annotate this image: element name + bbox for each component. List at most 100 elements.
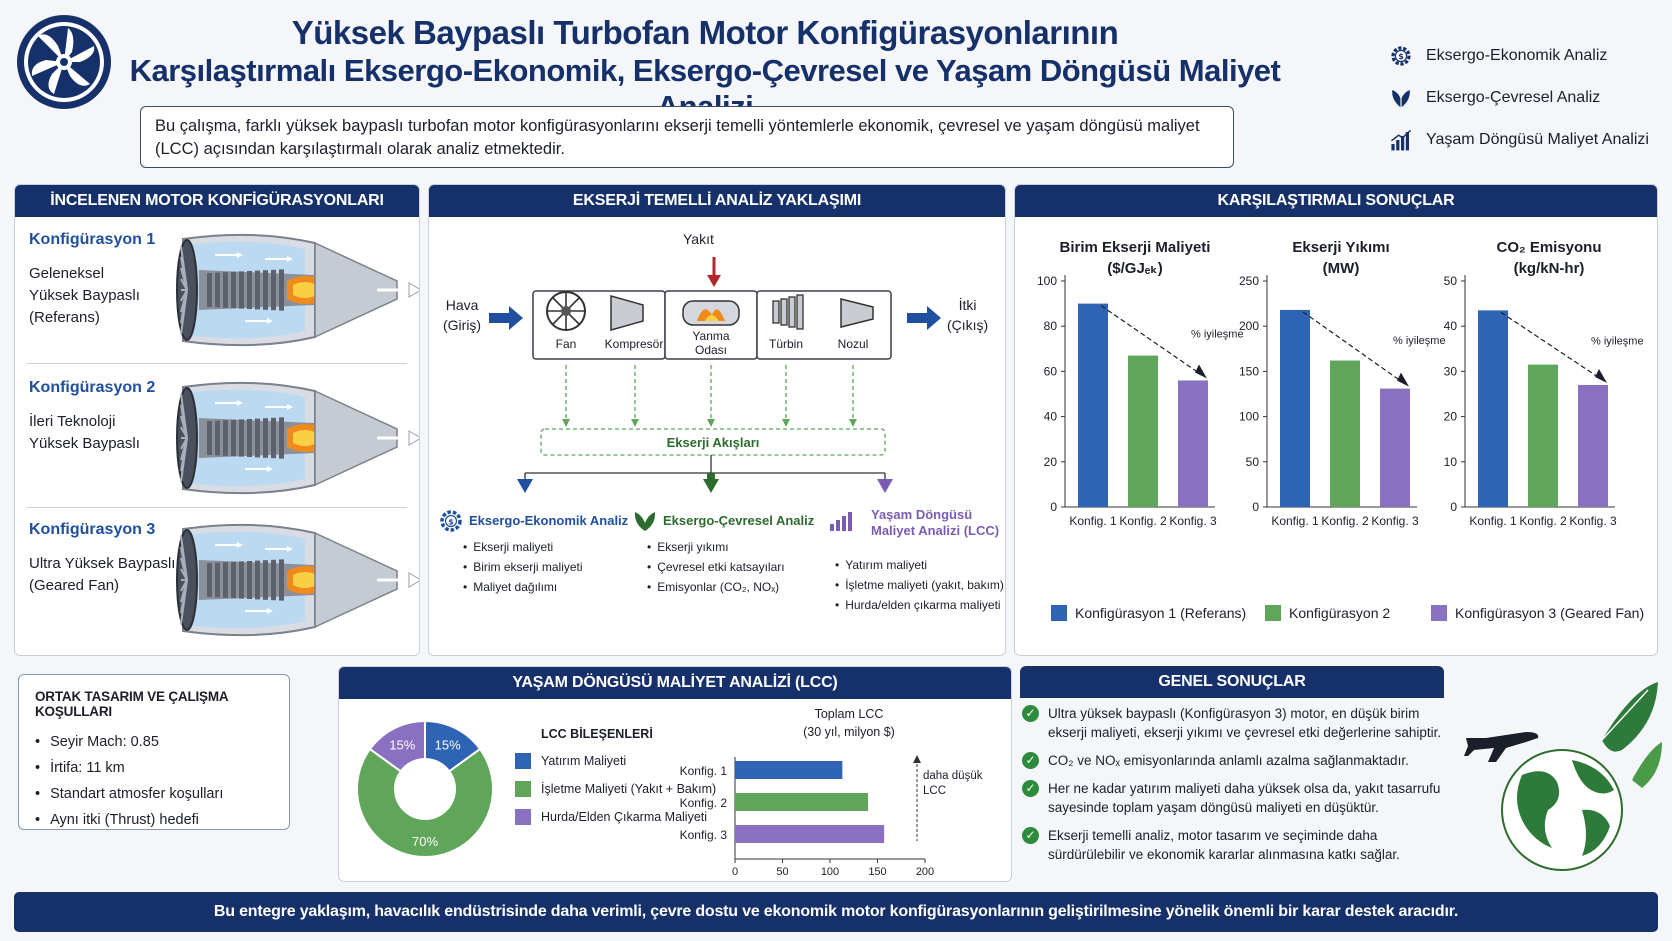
general-item: ✓Ekserji temelli analiz, motor tasarım v… (1022, 826, 1442, 864)
x-tick-label: Konfig. 1 (1271, 514, 1319, 528)
legend-swatch (1051, 605, 1067, 621)
y-tick-label: 20 (1044, 455, 1058, 469)
arrow-head (1595, 368, 1607, 383)
donut-slice-1 (356, 747, 494, 858)
y-tick-label: 200 (1239, 319, 1259, 333)
air-in-label: Hava (Giriş) (443, 297, 482, 333)
chart3-title: CO₂ Emisyonu (kg/kN-hr) (1496, 239, 1602, 277)
conditions-title: ORTAK TASARIM VE ÇALIŞMA KOŞULLARI (35, 689, 228, 719)
gear-money-icon: $ (440, 510, 462, 532)
lcc-components-title: LCC BİLEŞENLERİ (541, 727, 653, 741)
improvement-arrow (1302, 311, 1404, 384)
y-tick-label: 40 (1044, 410, 1058, 424)
lcc-annotation: daha düşük LCC (923, 770, 983, 797)
y-tick-label: Konfig. 2 (680, 796, 728, 810)
check-icon: ✓ (1022, 780, 1039, 797)
combustor-icon (682, 300, 740, 326)
general-heading: GENEL SONUÇLAR (1020, 666, 1444, 698)
divider (27, 507, 407, 508)
x-tick-label: 100 (821, 866, 839, 878)
lcc-panel: YAŞAM DÖNGÜSÜ MALİYET ANALİZİ (LCC) 15% 7… (338, 666, 1012, 882)
lcc-bar-3 (735, 825, 885, 843)
gear-money-icon: $ (1391, 46, 1411, 66)
config-desc: İleri Teknoloji Yüksek Baypaslı (29, 413, 140, 452)
engine-cutaway-image (176, 523, 419, 637)
y-tick-label: 250 (1239, 274, 1259, 288)
condition-item: Standart atmosfer koşulları (35, 781, 273, 807)
arrow-head (913, 755, 921, 763)
condition-item: İrtifa: 11 km (35, 755, 273, 781)
conditions-list: Seyir Mach: 0.85 İrtifa: 11 km Standart … (35, 729, 273, 833)
lcc-legend-operation: İşletme Maliyeti (Yakıt + Bakım) (515, 781, 716, 797)
y-tick-label: 50 (1444, 274, 1458, 288)
exergy-flows-label: Ekserji Akışları (666, 435, 760, 450)
x-tick-label: Konfig. 2 (1519, 514, 1567, 528)
bar-konfig-2 (1528, 364, 1558, 507)
legend-exergoeconomic: $ Eksergo-Ekonomik Analiz (1386, 44, 1666, 68)
component-nozzle-label: Nozul (837, 337, 869, 351)
engine-cutaway-image (176, 381, 419, 495)
y-tick-label: 100 (1037, 274, 1057, 288)
lcc-legend-investment: Yatırım Maliyeti (515, 753, 626, 769)
x-tick-label: Konfig. 3 (1569, 514, 1617, 528)
donut-slice-2 (368, 719, 426, 773)
y-tick-label: 30 (1444, 364, 1458, 378)
config-name: Konfigürasyon 1 (29, 231, 156, 248)
y-tick-label: 50 (1246, 455, 1260, 469)
config-desc: Geleneksel Yüksek Baypaslı (Referans) (29, 265, 140, 326)
nozzle-icon (840, 298, 874, 328)
y-tick-label: Konfig. 1 (680, 764, 728, 778)
config-desc: Ultra Yüksek Baypaslı (Geared Fan) (29, 555, 176, 594)
general-list: ✓Ultra yüksek baypaslı (Konfigürasyon 3)… (1022, 704, 1442, 873)
improvement-label: % iyileşme (1393, 335, 1446, 347)
legend-swatch (515, 781, 531, 797)
bar-chart-icon (830, 512, 852, 531)
turbine-icon (772, 294, 804, 330)
x-tick-label: Konfig. 1 (1069, 514, 1117, 528)
component-compressor-label: Kompresör (604, 337, 664, 351)
bar-konfig-1 (1078, 303, 1108, 507)
donut-value-label: 70% (412, 834, 438, 849)
y-tick-label: 20 (1444, 410, 1458, 424)
y-tick-label: 40 (1444, 319, 1458, 333)
lcc-bar-2 (735, 793, 868, 811)
bar-konfig-3 (1380, 388, 1410, 507)
y-tick-label: 60 (1044, 364, 1058, 378)
y-tick-label: 0 (1252, 500, 1259, 514)
general-item: ✓Her ne kadar yatırım maliyeti daha yüks… (1022, 779, 1442, 817)
leaf-icon (634, 512, 656, 531)
x-tick-label: Konfig. 1 (1469, 514, 1517, 528)
leaf-icon (1392, 90, 1410, 108)
thrust-out-label: İtki (Çıkış) (947, 297, 989, 333)
component-fan-label: Fan (555, 337, 577, 351)
check-icon: ✓ (1022, 705, 1039, 722)
check-icon: ✓ (1022, 827, 1039, 844)
svg-text:$: $ (448, 518, 454, 527)
y-tick-label: 150 (1239, 364, 1259, 378)
improvement-label: % iyileşme (1591, 335, 1644, 347)
condition-item: Seyir Mach: 0.85 (35, 729, 273, 755)
lcc-donut: 15%70%15% (356, 719, 494, 858)
bar-konfig-1 (1478, 310, 1508, 507)
x-tick-label: Konfig. 2 (1119, 514, 1167, 528)
donut-value-label: 15% (435, 737, 461, 752)
y-tick-label: 10 (1444, 455, 1458, 469)
general-item: ✓CO₂ ve NOₓ emisyonlarında anlamlı azalm… (1022, 751, 1442, 770)
lcc-heading: YAŞAM DÖNGÜSÜ MALİYET ANALİZİ (LCC) (339, 667, 1011, 699)
legend-swatch (1431, 605, 1447, 621)
y-tick-label: 100 (1239, 410, 1259, 424)
legend-swatch (1265, 605, 1281, 621)
lcc-bar-title: Toplam LCC (30 yıl, milyon $) (803, 707, 895, 739)
analysis-lcc-list: Yatırım maliyeti İşletme maliyeti (yakıt… (835, 555, 1004, 615)
legend-swatch (515, 809, 531, 825)
legend-item-config3: Konfigürasyon 3 (Geared Fan) (1431, 605, 1644, 621)
configs-heading: İNCELENEN MOTOR KONFİGÜRASYONLARI (15, 185, 419, 217)
analysis-lcc-title: Yaşam Döngüsü Maliyet Analizi (LCC) (871, 507, 1000, 538)
lcc-legend-disposal: Hurda/Elden Çıkarma Maliyeti (515, 809, 707, 825)
chart2-title: Ekserji Yıkımı (MW) (1292, 239, 1390, 277)
approach-panel: EKSERJİ TEMELLİ ANALİZ YAKLAŞIMI (428, 184, 1006, 656)
conditions-box: ORTAK TASARIM VE ÇALIŞMA KOŞULLARI Seyir… (18, 674, 290, 830)
y-tick-label: 0 (1450, 500, 1457, 514)
results-heading: KARŞILAŞTIRMALI SONUÇLAR (1015, 185, 1657, 217)
